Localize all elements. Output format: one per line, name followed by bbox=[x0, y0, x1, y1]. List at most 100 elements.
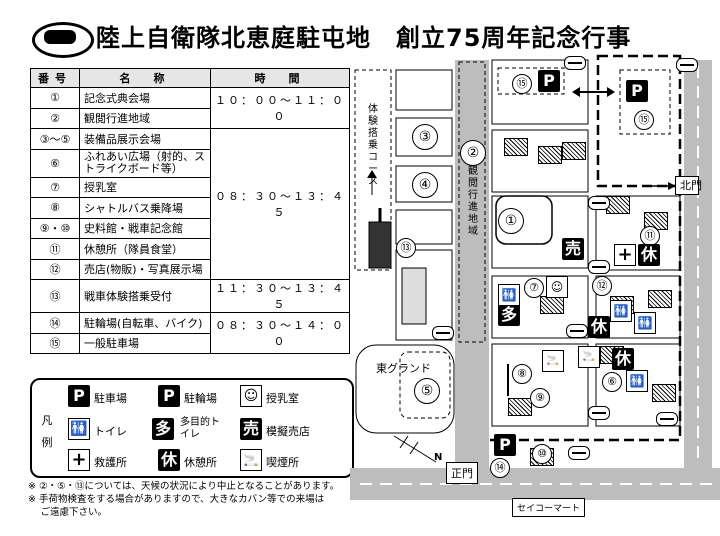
marker-museum-9: ⑨ bbox=[530, 388, 550, 408]
east-ground-label: 東グランド bbox=[376, 362, 431, 375]
row-name: 装備品展示会場 bbox=[79, 128, 211, 150]
marker-parking-15b: ⑮ bbox=[634, 110, 654, 130]
bicycle-parking-icon: P bbox=[494, 434, 516, 456]
tent-icon bbox=[562, 142, 586, 160]
legend-side-label: 凡例 bbox=[41, 414, 53, 449]
tent-icon bbox=[538, 146, 562, 164]
multipurpose-toilet-icon: 多 bbox=[152, 418, 174, 440]
south-road bbox=[350, 468, 720, 500]
parade-zone bbox=[458, 61, 486, 343]
marker-shuttle-bus: ⑧ bbox=[512, 364, 532, 384]
legend-nursing-label: 授乳室 bbox=[266, 392, 299, 405]
tent-icon bbox=[504, 138, 528, 156]
no-entry-icon bbox=[432, 326, 454, 340]
time-parking: ０８：３０～１４：００ bbox=[210, 312, 350, 354]
no-entry-icon bbox=[588, 196, 610, 210]
legend-multi-toilet-label: 多目的トイレ bbox=[180, 417, 220, 440]
table-header-row: 番号 名 称 時 間 bbox=[30, 68, 350, 88]
rest-area-icon: 休 bbox=[638, 244, 660, 266]
time-general: ０８：３０～１３：４５ bbox=[210, 128, 350, 280]
row-name: ふれあい広場（射的、ストライクボード等） bbox=[79, 148, 211, 178]
north-indicator: N bbox=[434, 452, 443, 463]
marker-nursing-room: ⑦ bbox=[524, 278, 544, 298]
time-tank-ride: １１：３０～１３：４５ bbox=[210, 279, 350, 313]
note-line: ※ 手荷物検査をする場合がありますので、大きなカバン等での来場は bbox=[28, 494, 325, 505]
first-aid-icon: + bbox=[614, 244, 636, 266]
legend-first-aid-label: 救護所 bbox=[94, 456, 127, 469]
page-title: 陸上自衛隊北恵庭駐屯地 創立75周年記念行事 bbox=[96, 24, 632, 52]
smoking-area-icon: 🚬 bbox=[578, 346, 600, 368]
arrow-left-head bbox=[572, 87, 580, 97]
north-arrow-tick bbox=[399, 435, 409, 449]
tank-ride-course bbox=[354, 69, 392, 271]
parade-area-label: 観閲行進地域 bbox=[468, 166, 478, 237]
logo-emblem-icon bbox=[44, 30, 76, 44]
note-line: ご遠慮下さい。 bbox=[28, 507, 108, 518]
tent-icon bbox=[540, 296, 564, 314]
tent-icon bbox=[508, 398, 532, 416]
no-entry-icon bbox=[676, 58, 698, 72]
exhibit-zone-5 bbox=[399, 351, 451, 419]
shop-icon: 売 bbox=[240, 418, 262, 440]
marker-fureai-plaza: ⑥ bbox=[602, 372, 622, 392]
toilet-icon: 🚻 bbox=[498, 284, 520, 306]
note-line: ※ ②・⑤・⑬については、天候の状況により中止となることがあります。 bbox=[28, 481, 340, 492]
legend-parking-label: 駐車場 bbox=[94, 392, 127, 405]
smoking-area-icon: 🚬 bbox=[542, 350, 564, 372]
tent-icon bbox=[648, 290, 672, 308]
event-boundary bbox=[490, 186, 682, 442]
marker-exhibit-5: ⑤ bbox=[414, 378, 440, 404]
no-entry-icon bbox=[588, 406, 610, 420]
rest-area-icon: 休 bbox=[612, 348, 634, 370]
marker-parade: ② bbox=[460, 140, 486, 166]
marker-ceremony: ① bbox=[498, 208, 524, 234]
marker-rest-dining: ⑪ bbox=[640, 226, 660, 246]
parking-zone-15a bbox=[497, 67, 565, 95]
legend-smoking-label: 喫煙所 bbox=[266, 456, 299, 469]
building bbox=[395, 69, 453, 111]
legend-bike-parking-label: 駐輪場 bbox=[184, 392, 217, 405]
row-name: 休憩所（隊員食堂） bbox=[79, 238, 211, 260]
course-arrow-head bbox=[367, 170, 377, 178]
shop-icon: 売 bbox=[562, 238, 584, 260]
unit-logo bbox=[32, 22, 94, 58]
row-name: 一般駐車場 bbox=[79, 332, 211, 354]
building-shaded bbox=[401, 267, 427, 325]
no-entry-icon bbox=[588, 260, 610, 274]
header-time: 時 間 bbox=[210, 68, 350, 88]
tent-icon bbox=[652, 384, 676, 402]
north-arrow-line bbox=[393, 435, 437, 463]
baby-room-icon: ☺ bbox=[546, 276, 568, 298]
first-aid-icon: + bbox=[68, 449, 90, 471]
toilet-icon: 🚻 bbox=[626, 370, 648, 392]
bicycle-parking-icon: P bbox=[158, 385, 180, 407]
legend-toilet-label: トイレ bbox=[94, 425, 127, 438]
row-name: 観閲行進地域 bbox=[79, 107, 211, 129]
main-gate-label: 正門 bbox=[446, 462, 478, 484]
marker-parking-15a: ⑮ bbox=[512, 74, 532, 94]
building bbox=[491, 343, 589, 427]
no-entry-icon bbox=[564, 56, 586, 70]
baby-room-icon: ☺ bbox=[240, 385, 262, 407]
parking-icon: P bbox=[538, 70, 560, 92]
no-entry-icon bbox=[568, 446, 590, 460]
main-road-vertical bbox=[455, 60, 489, 480]
no-entry-icon bbox=[656, 412, 678, 426]
marker-museum-10: ⑩ bbox=[532, 444, 552, 464]
smoking-area-icon: 🚬 bbox=[240, 449, 262, 471]
toilet-icon: 🚻 bbox=[610, 300, 632, 322]
marker-shop-photo: ⑫ bbox=[592, 276, 612, 296]
toilet-icon: 🚻 bbox=[68, 418, 90, 440]
rest-area-icon: 休 bbox=[158, 449, 180, 471]
north-arrow-tick bbox=[409, 441, 419, 455]
arrow-right-head bbox=[607, 87, 615, 97]
no-entry-icon bbox=[566, 324, 588, 338]
